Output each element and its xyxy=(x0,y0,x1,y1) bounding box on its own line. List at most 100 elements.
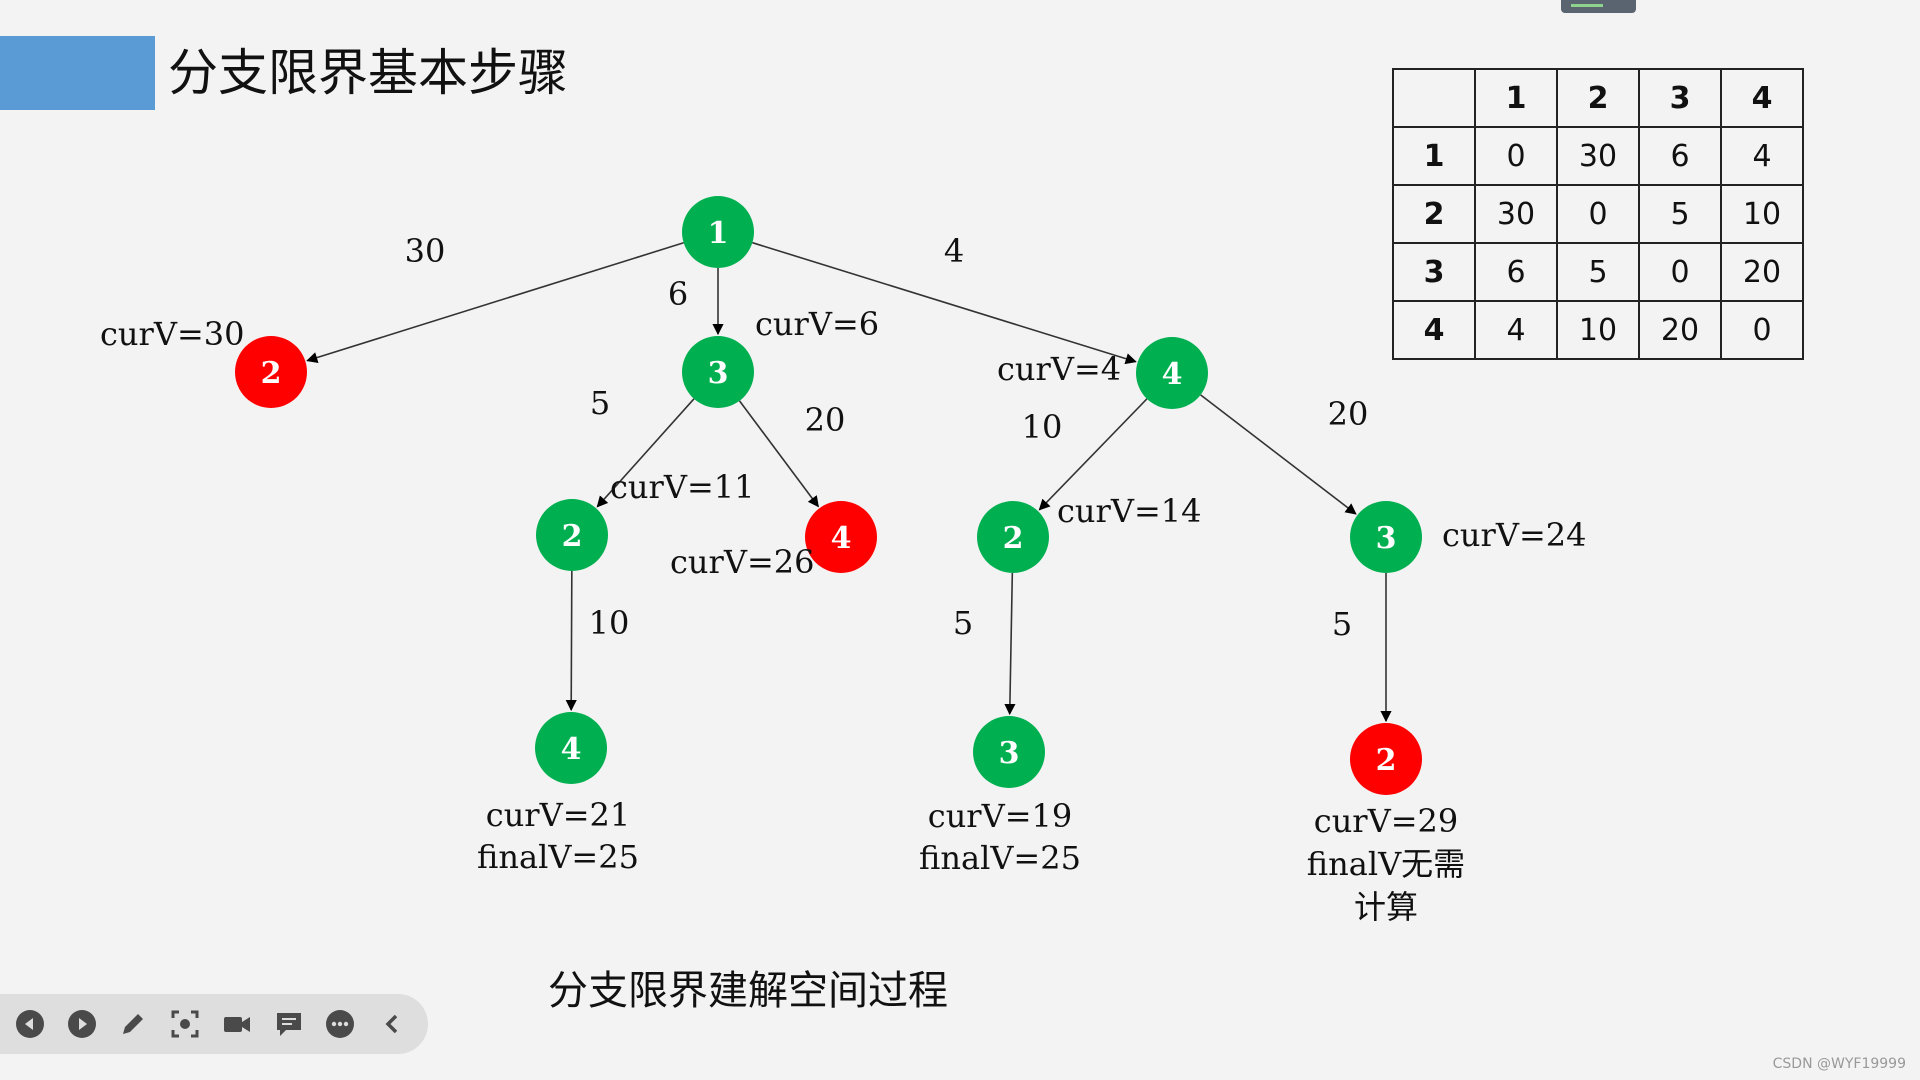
tree-edge xyxy=(1004,572,1016,716)
top-widget-tab[interactable] xyxy=(1561,0,1636,13)
prev-icon[interactable] xyxy=(14,1008,46,1040)
pen-icon[interactable] xyxy=(118,1008,150,1040)
node-circle xyxy=(535,712,607,784)
node-label: 3 xyxy=(1376,521,1397,556)
edge-weight-label: 10 xyxy=(1022,408,1063,446)
live-node: 3 xyxy=(973,716,1045,788)
node-annotation: curV=14 xyxy=(1057,492,1201,530)
table-row: 2 30 0 5 10 xyxy=(1392,184,1804,244)
table-cell: 6 xyxy=(1638,126,1722,186)
slide-title: 分支限界基本步骤 xyxy=(168,44,568,102)
watermark: CSDN @WYF19999 xyxy=(1772,1056,1906,1072)
node-label: 1 xyxy=(708,216,729,251)
screenshot-icon[interactable] xyxy=(169,1008,201,1040)
cost-matrix-table: 1 2 3 4 1 0 30 6 4 2 30 0 5 10 3 6 5 0 2… xyxy=(1392,68,1804,360)
table-cell: 10 xyxy=(1556,300,1640,360)
live-node: 1 xyxy=(682,196,754,268)
edge-weight-label: 30 xyxy=(405,232,446,270)
node-circle xyxy=(977,501,1049,573)
live-node: 2 xyxy=(536,499,608,571)
node-annotation: curV=21 xyxy=(486,796,630,834)
node-label: 4 xyxy=(1162,357,1183,392)
node-annotation: 计算 xyxy=(1354,888,1418,926)
live-node: 2 xyxy=(977,501,1049,573)
video-icon[interactable] xyxy=(221,1008,253,1040)
node-annotation: curV=24 xyxy=(1442,516,1586,554)
edge-weight-label: 10 xyxy=(589,604,630,642)
pruned-node: 2 xyxy=(1350,723,1422,795)
node-circle xyxy=(1136,337,1208,409)
collapse-icon[interactable] xyxy=(376,1008,408,1040)
tree-edge xyxy=(752,241,1137,365)
node-label: 4 xyxy=(831,521,852,556)
tree-edge xyxy=(1038,398,1148,511)
table-cell: 4 xyxy=(1720,126,1804,186)
edge-weight-label: 5 xyxy=(1332,605,1352,643)
table-cell: 10 xyxy=(1720,184,1804,244)
table-header-cell: 2 xyxy=(1556,68,1640,128)
table-header-cell: 3 xyxy=(1638,68,1722,128)
tree-edge xyxy=(596,398,695,508)
edge-weight-label: 5 xyxy=(590,384,610,422)
node-annotation: curV=19 xyxy=(928,797,1072,835)
node-annotation: curV=4 xyxy=(997,350,1121,388)
node-label: 2 xyxy=(562,519,583,554)
table-row: 3 6 5 0 20 xyxy=(1392,242,1804,302)
node-circle xyxy=(235,336,307,408)
node-circle xyxy=(682,336,754,408)
table-cell: 5 xyxy=(1556,242,1640,302)
edge-weight-label: 5 xyxy=(953,604,973,642)
table-cell: 0 xyxy=(1638,242,1722,302)
edge-weight-label: 20 xyxy=(1328,395,1369,433)
node-label: 3 xyxy=(708,356,729,391)
node-label: 2 xyxy=(1376,743,1397,778)
tree-edge xyxy=(565,570,577,712)
table-row-header: 1 xyxy=(1392,126,1476,186)
node-circle xyxy=(1350,723,1422,795)
node-circle xyxy=(973,716,1045,788)
table-cell: 5 xyxy=(1638,184,1722,244)
next-icon[interactable] xyxy=(66,1008,98,1040)
more-icon[interactable] xyxy=(325,1008,357,1040)
table-cell: 20 xyxy=(1638,300,1722,360)
node-label: 4 xyxy=(561,732,582,767)
node-circle xyxy=(682,196,754,268)
node-annotation: finalV无需 xyxy=(1307,845,1465,883)
live-node: 4 xyxy=(1136,337,1208,409)
node-annotation: curV=6 xyxy=(755,305,879,343)
node-annotation: curV=30 xyxy=(100,315,244,353)
live-node: 3 xyxy=(682,336,754,408)
tree-edge xyxy=(306,241,684,363)
node-annotation: finalV=25 xyxy=(477,838,639,876)
table-cell: 6 xyxy=(1474,242,1558,302)
table-header-cell: 4 xyxy=(1720,68,1804,128)
table-cell: 20 xyxy=(1720,242,1804,302)
table-row-header: 2 xyxy=(1392,184,1476,244)
table-row-header: 4 xyxy=(1392,300,1476,360)
table-cell: 0 xyxy=(1556,184,1640,244)
edge-weight-label: 6 xyxy=(668,275,688,313)
pruned-node: 2 xyxy=(235,336,307,408)
node-annotation: curV=11 xyxy=(610,468,754,506)
table-cell: 0 xyxy=(1474,126,1558,186)
live-node: 3 xyxy=(1350,501,1422,573)
node-circle xyxy=(1350,501,1422,573)
comment-icon[interactable] xyxy=(273,1008,305,1040)
node-label: 3 xyxy=(999,736,1020,771)
live-node: 4 xyxy=(535,712,607,784)
edge-weight-label: 4 xyxy=(944,232,964,270)
table-cell: 4 xyxy=(1474,300,1558,360)
node-annotation: curV=26 xyxy=(670,543,814,581)
table-header-row: 1 2 3 4 xyxy=(1392,68,1804,128)
node-circle xyxy=(805,501,877,573)
table-cell: 30 xyxy=(1556,126,1640,186)
title-accent-bar xyxy=(0,36,155,110)
table-cell: 0 xyxy=(1720,300,1804,360)
node-label: 2 xyxy=(261,356,282,391)
diagram-caption: 分支限界建解空间过程 xyxy=(548,968,948,1014)
tree-edge xyxy=(1200,394,1357,515)
table-row: 4 4 10 20 0 xyxy=(1392,300,1804,360)
tree-edge xyxy=(738,400,819,508)
node-annotation: finalV=25 xyxy=(919,839,1081,877)
